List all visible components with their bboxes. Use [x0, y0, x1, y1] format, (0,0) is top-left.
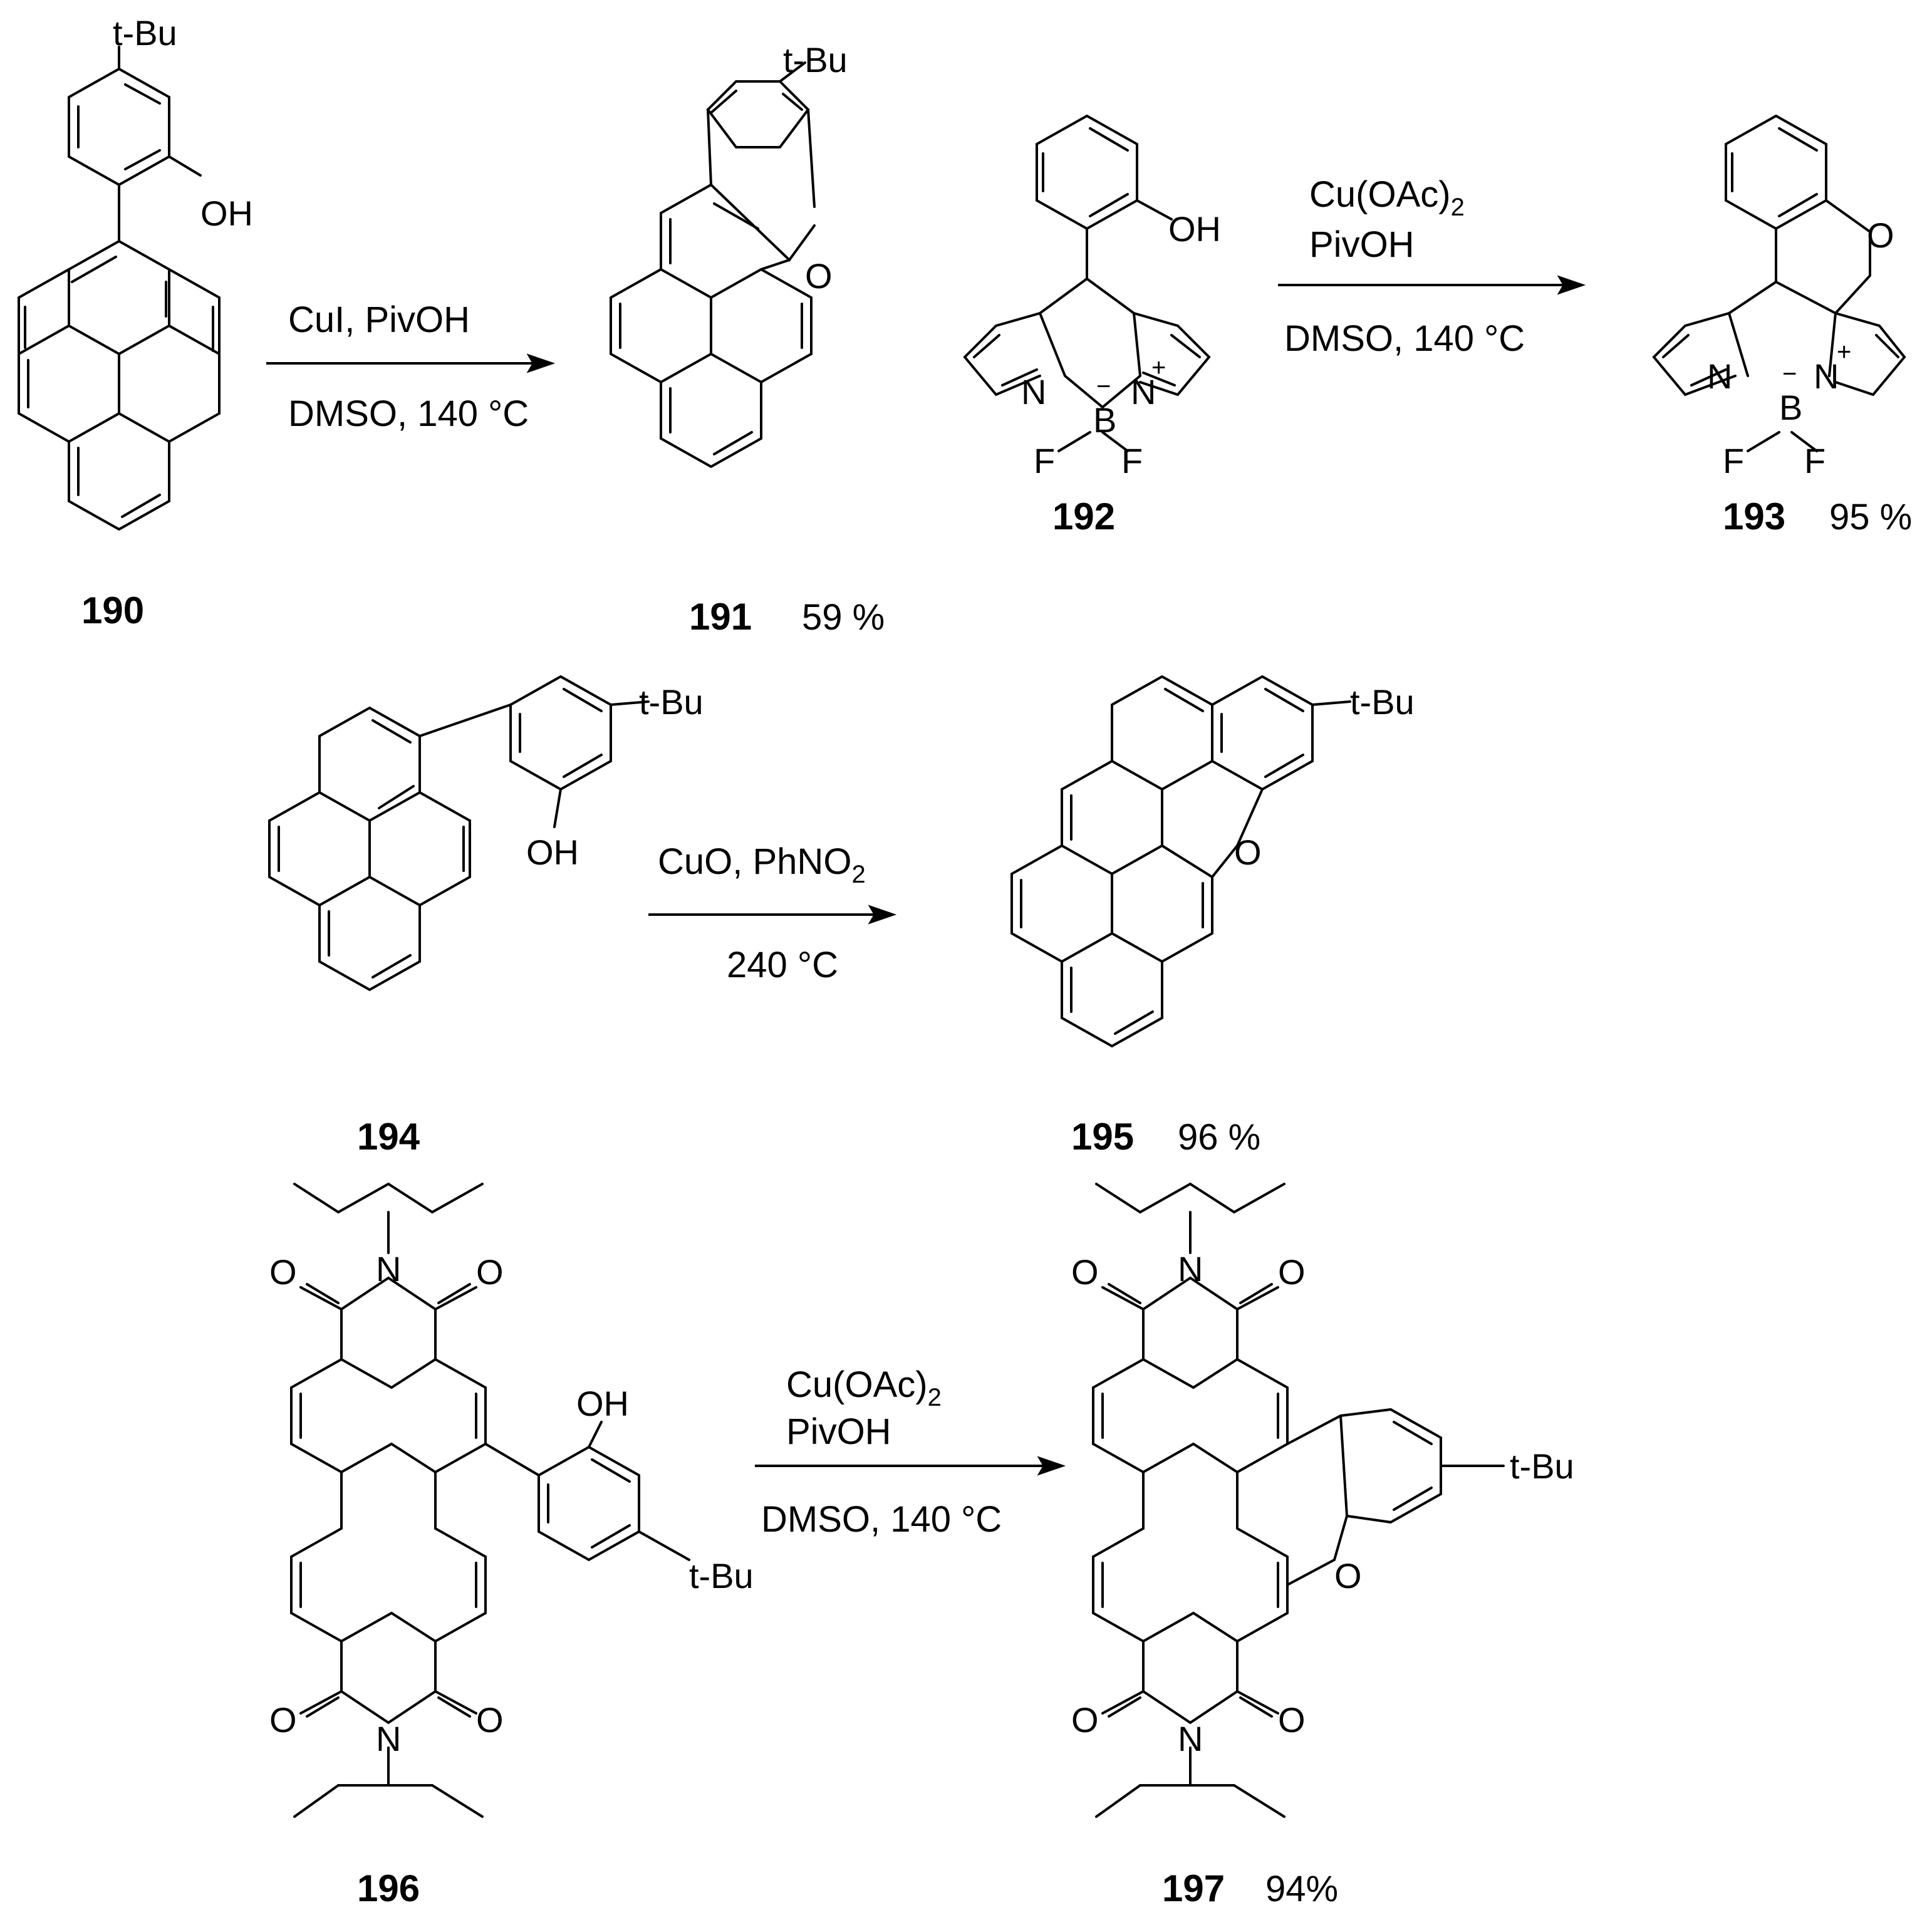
tbu-label-190: t-Bu	[113, 13, 177, 53]
conditions-2-above-1: Cu(OAc)2	[1309, 174, 1465, 221]
n-label-197b: N	[1178, 1719, 1203, 1758]
conditions-3-above: CuO, PhNO2	[658, 841, 866, 888]
conditions-2-below: DMSO, 140 °C	[1284, 318, 1525, 359]
reaction-conditions: CuI, PivOH DMSO, 140 °C Cu(OAc)2 PivOH D…	[288, 174, 1525, 1540]
structure-192	[963, 114, 1211, 452]
yield-195: 96 %	[1178, 1117, 1260, 1158]
arrow-1-head	[526, 353, 556, 373]
arrow-3-head	[868, 905, 897, 925]
plus-charge-193: +	[1837, 338, 1851, 366]
o-label-196a: O	[269, 1252, 297, 1292]
o-label-196c: O	[269, 1700, 297, 1740]
compound-number-190: 190	[81, 589, 144, 631]
o-label-197c: O	[1334, 1556, 1362, 1596]
o-label-197b: O	[1278, 1252, 1306, 1292]
minus-charge-193: −	[1782, 360, 1797, 388]
compound-number-195: 195	[1071, 1116, 1134, 1158]
tbu-label-196: t-Bu	[689, 1556, 754, 1596]
yield-191: 59 %	[802, 597, 885, 638]
conditions-3-below: 240 °C	[727, 945, 838, 985]
n-label-196b: N	[376, 1719, 401, 1758]
f-label-192a: F	[1034, 441, 1055, 480]
conditions-4-above-2: PivOH	[786, 1411, 891, 1452]
atom-labels: t-Bu OH t-Bu O OH N B N + − F F O N B N …	[113, 13, 1894, 1758]
reaction-arrows	[266, 275, 1586, 1476]
conditions-4-above-1: Cu(OAc)2	[786, 1364, 942, 1411]
compound-number-192: 192	[1052, 496, 1115, 537]
o-label-197a: O	[1071, 1252, 1099, 1292]
arrow-2-head	[1557, 275, 1586, 295]
oh-label-194: OH	[526, 833, 579, 872]
structure-190	[18, 46, 221, 531]
n-label-196a: N	[376, 1249, 401, 1289]
oh-label-192: OH	[1168, 209, 1221, 249]
structure-195	[1010, 675, 1351, 1048]
n-label-193a: N	[1707, 356, 1732, 396]
compound-number-197: 197	[1162, 1867, 1225, 1909]
f-label-192b: F	[1121, 441, 1143, 480]
oh-label-196: OH	[576, 1384, 629, 1423]
compound-number-191: 191	[689, 596, 752, 638]
yield-197: 94%	[1265, 1869, 1338, 1909]
oh-label-190: OH	[200, 194, 253, 233]
n-label-192a: N	[1021, 372, 1046, 412]
conditions-2-above-2: PivOH	[1309, 224, 1415, 265]
o-label-196d: O	[476, 1700, 504, 1740]
n-label-193b: N	[1814, 356, 1839, 396]
o-label-196b: O	[476, 1252, 504, 1292]
compound-labels: 190 191 59 % 192 193 95 % 194 195 96 % 1…	[81, 496, 1912, 1909]
structure-197	[1092, 1182, 1505, 1818]
arrow-4-head	[1037, 1456, 1066, 1476]
structure-196	[290, 1182, 690, 1818]
n-label-192b: N	[1131, 372, 1156, 412]
tbu-label-197: t-Bu	[1510, 1446, 1574, 1486]
o-label-197e: O	[1278, 1700, 1306, 1740]
conditions-1-below: DMSO, 140 °C	[288, 393, 529, 434]
structure-191	[610, 61, 816, 469]
minus-charge-192: −	[1096, 373, 1111, 400]
tbu-label-194: t-Bu	[639, 682, 704, 722]
tbu-label-195: t-Bu	[1350, 682, 1415, 722]
conditions-4-below: DMSO, 140 °C	[761, 1499, 1002, 1540]
tbu-label-191: t-Bu	[783, 40, 848, 80]
n-label-197a: N	[1178, 1249, 1203, 1289]
o-label-195: O	[1234, 833, 1262, 872]
o-label-197d: O	[1071, 1700, 1099, 1740]
structure-194	[268, 675, 650, 992]
o-label-191: O	[805, 256, 833, 296]
f-label-193b: F	[1804, 441, 1826, 480]
plus-charge-192: +	[1151, 354, 1166, 381]
conditions-1-above: CuI, PivOH	[288, 299, 470, 340]
b-label-192: B	[1093, 400, 1116, 440]
o-label-193: O	[1867, 215, 1894, 255]
bond-lines	[18, 46, 1906, 1818]
compound-number-194: 194	[357, 1116, 420, 1158]
compound-number-196: 196	[357, 1867, 420, 1909]
structure-193	[1652, 114, 1906, 452]
yield-193: 95 %	[1829, 497, 1912, 537]
b-label-193: B	[1779, 388, 1802, 427]
compound-number-193: 193	[1723, 496, 1785, 537]
f-label-193a: F	[1723, 441, 1744, 480]
